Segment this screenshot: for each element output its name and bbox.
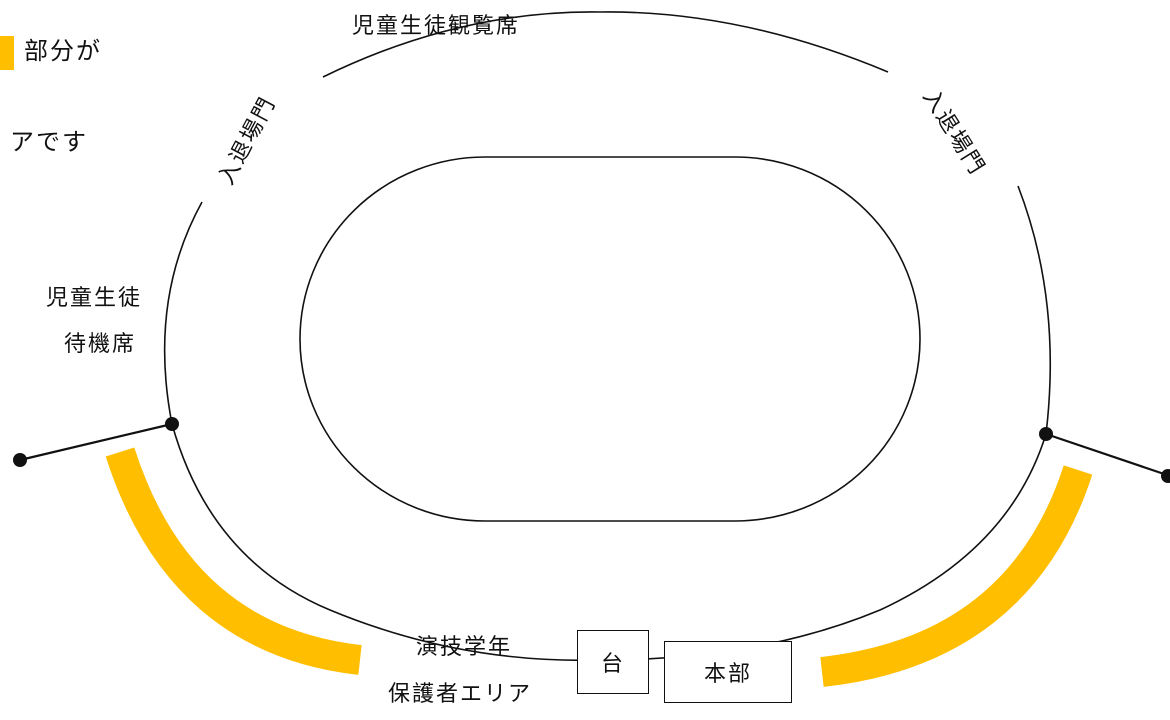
- inner-field: [299, 156, 921, 522]
- performing-grade-label: 演技学年: [416, 635, 513, 660]
- outer-track-left-arc: [163, 201, 203, 425]
- post-left-inner: [165, 417, 179, 431]
- post-right-inner: [1039, 427, 1053, 441]
- podium-label: 台: [600, 652, 625, 677]
- legend-text-line2: アです: [10, 128, 88, 156]
- rope-right: [1045, 432, 1170, 478]
- legend-swatch: [0, 36, 14, 70]
- outer-track-top-arc: [322, 11, 889, 78]
- waiting-seats-label-line1: 児童生徒: [46, 286, 143, 311]
- rope-left: [19, 422, 173, 462]
- guardian-area-right-band: [820, 465, 1093, 687]
- waiting-seats-label-line2: 待機席: [64, 332, 137, 357]
- headquarters-box: 本部: [664, 641, 792, 703]
- legend-text-line1: 部分が: [24, 37, 102, 65]
- spectator-seats-label: 児童生徒観覧席: [352, 14, 521, 39]
- post-left-outer: [13, 453, 27, 467]
- guardian-area-left-band: [105, 447, 362, 675]
- outer-track-bottom-arc: [171, 423, 1047, 662]
- outer-track-right-arc: [1017, 185, 1052, 435]
- podium-box: 台: [577, 630, 649, 694]
- post-right-outer: [1161, 469, 1170, 483]
- guardian-area-label: 保護者エリア: [388, 682, 533, 707]
- headquarters-label: 本部: [703, 662, 752, 687]
